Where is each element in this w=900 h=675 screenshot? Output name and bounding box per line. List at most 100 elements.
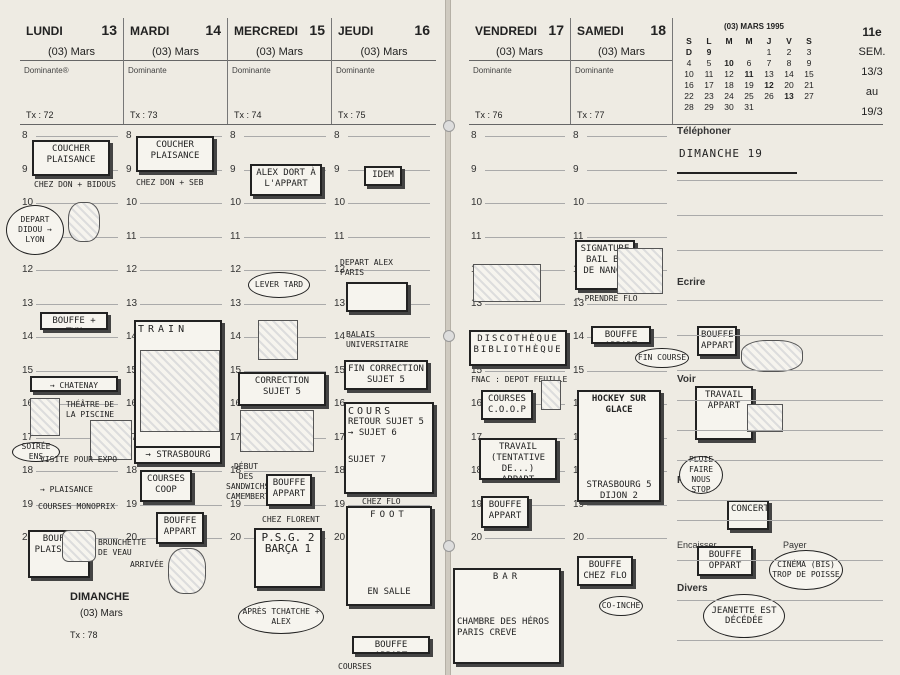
handwritten-note: DÉBUT DES SANDWICHS CAMEMBERT bbox=[226, 462, 270, 501]
hour-line bbox=[244, 370, 326, 372]
hour-number: 18 bbox=[230, 465, 242, 476]
calendar-day: 28 bbox=[684, 102, 694, 112]
hour-line bbox=[587, 203, 667, 204]
dominante-label: Dominante bbox=[232, 66, 271, 75]
hour-number: 15 bbox=[230, 364, 242, 376]
hour-number: 10 bbox=[22, 197, 34, 208]
note-cloud: DEPART DIDOU → LYON bbox=[6, 205, 64, 255]
calendar-week-number: 12 bbox=[764, 80, 774, 90]
hour-number: 9 bbox=[573, 163, 579, 175]
calendar-day bbox=[759, 102, 779, 112]
hour-number: 12 bbox=[334, 264, 346, 275]
hour-number: 8 bbox=[471, 130, 477, 141]
note-box: TRAVAIL (TENTATIVE DE...) APPART bbox=[479, 438, 557, 480]
hour-line bbox=[587, 136, 667, 137]
cours-line: → SUJET 6 bbox=[348, 428, 397, 438]
note-box: CONCERT bbox=[727, 500, 769, 530]
boat-box bbox=[346, 282, 408, 312]
note-box: COUCHER PLAISANCE bbox=[32, 140, 110, 176]
hour-number: 13 bbox=[573, 297, 585, 309]
hour-line bbox=[36, 303, 118, 305]
ruled-line bbox=[677, 370, 883, 371]
hour-number: 19 bbox=[126, 498, 138, 510]
day-number: 15 bbox=[309, 22, 325, 38]
hour-line bbox=[587, 303, 667, 305]
note-box: → STRASBOURG bbox=[134, 446, 222, 464]
calendar-weekday: V bbox=[786, 36, 792, 46]
hour-line bbox=[36, 471, 118, 472]
telephone-sketch bbox=[30, 398, 60, 436]
hour-line bbox=[348, 337, 430, 338]
note-box: TRAVAIL APPART bbox=[695, 386, 753, 440]
note-box: BOUFFE APPART bbox=[591, 326, 651, 344]
handwritten-note: BALAIS UNIVERSITAIRE bbox=[346, 330, 409, 349]
dominante-label: Dominante bbox=[473, 66, 512, 75]
hour-number: 13 bbox=[22, 297, 34, 309]
ruled-line bbox=[677, 520, 883, 521]
calendar-day bbox=[779, 102, 799, 112]
desk-sketch bbox=[473, 264, 541, 302]
header-rule bbox=[124, 60, 227, 61]
handwritten-note: → PRENDRE FLO bbox=[575, 294, 638, 303]
hour-number: 20 bbox=[334, 532, 346, 543]
calendar-day: 6 bbox=[746, 58, 752, 68]
binding-ring bbox=[443, 120, 455, 132]
day-header-mardi: MARDI 14 (03) Mars Dominante Tx : 73 bbox=[124, 18, 228, 124]
hour-line bbox=[36, 136, 118, 137]
ruled-line bbox=[677, 430, 883, 431]
calendar-day: 15 bbox=[804, 69, 814, 79]
note-box: CORRECTION SUJET 5 bbox=[238, 372, 326, 406]
calendar-weekday: M bbox=[725, 36, 733, 46]
calendar-day: 30 bbox=[724, 102, 734, 112]
hour-number: 17 bbox=[230, 431, 242, 443]
note-cloud: CINÉMA (BIS) TROP DE POISSE bbox=[769, 550, 843, 590]
calendar-day: 11 bbox=[704, 69, 714, 79]
face-sketch bbox=[68, 202, 100, 242]
calendar-day: 2 bbox=[786, 47, 792, 57]
note-box: BOUFFE CHEZ FLO bbox=[577, 556, 633, 586]
sunday-tx: Tx : 78 bbox=[70, 630, 98, 640]
hour-number: 15 bbox=[334, 364, 346, 376]
note-cloud: APRÈS TCHATCHE + ALEX bbox=[238, 600, 324, 634]
tx-label: Tx : 72 bbox=[26, 110, 54, 120]
hour-line bbox=[140, 236, 222, 238]
hour-number: 10 bbox=[334, 197, 346, 208]
hour-line bbox=[244, 270, 326, 271]
calendar-day: 18 bbox=[724, 80, 734, 90]
calendar-weekday: L bbox=[706, 36, 712, 46]
handwritten-note: COURSES bbox=[338, 662, 372, 671]
calendar-week-number: 11 bbox=[744, 69, 754, 79]
hockey-score: STRASBOURG 5 DIJON 2 bbox=[586, 480, 652, 501]
calendar-day: 14 bbox=[784, 69, 794, 79]
month-label: (03) Mars bbox=[495, 46, 544, 58]
hour-number: 13 bbox=[230, 297, 242, 309]
note-box: BOUFFE APPART bbox=[266, 474, 312, 506]
week-from: 13/3 bbox=[861, 66, 883, 78]
calendar-day: 20 bbox=[784, 80, 794, 90]
calendar-day: 12 bbox=[724, 69, 734, 79]
handwritten-note: CHEZ DON + BIDOUS bbox=[34, 180, 116, 189]
pot-sketch bbox=[62, 530, 96, 562]
calendar-day: 4 bbox=[686, 58, 692, 68]
hour-line bbox=[348, 203, 430, 204]
ruled-line bbox=[677, 600, 883, 601]
note-cloud: SOIRÉE ENS bbox=[12, 442, 60, 462]
hour-line bbox=[485, 203, 565, 204]
hour-number: 19 bbox=[573, 498, 585, 510]
calendar-day bbox=[719, 47, 739, 57]
hour-number: 16 bbox=[22, 398, 34, 409]
week-sem: SEM. bbox=[858, 46, 886, 58]
day-name: LUNDI bbox=[26, 24, 63, 38]
bottle-sketch bbox=[541, 380, 561, 410]
binding-ring bbox=[443, 540, 455, 552]
handwritten-note: BRUNCHETTE DE VEAU bbox=[98, 538, 147, 557]
note-box: → CHATENAY MALABRY bbox=[30, 376, 118, 392]
note-box: BOUFFE APPART bbox=[697, 326, 737, 356]
foot-title: FOOT bbox=[370, 510, 408, 520]
day-name: JEUDI bbox=[338, 24, 374, 38]
hour-number: 20 bbox=[573, 532, 585, 543]
day-header-vendredi: VENDREDI 17 (03) Mars Dominante Tx : 76 bbox=[469, 18, 571, 124]
hour-line bbox=[587, 370, 667, 372]
hour-line bbox=[140, 270, 222, 271]
hour-number: 12 bbox=[126, 264, 138, 275]
